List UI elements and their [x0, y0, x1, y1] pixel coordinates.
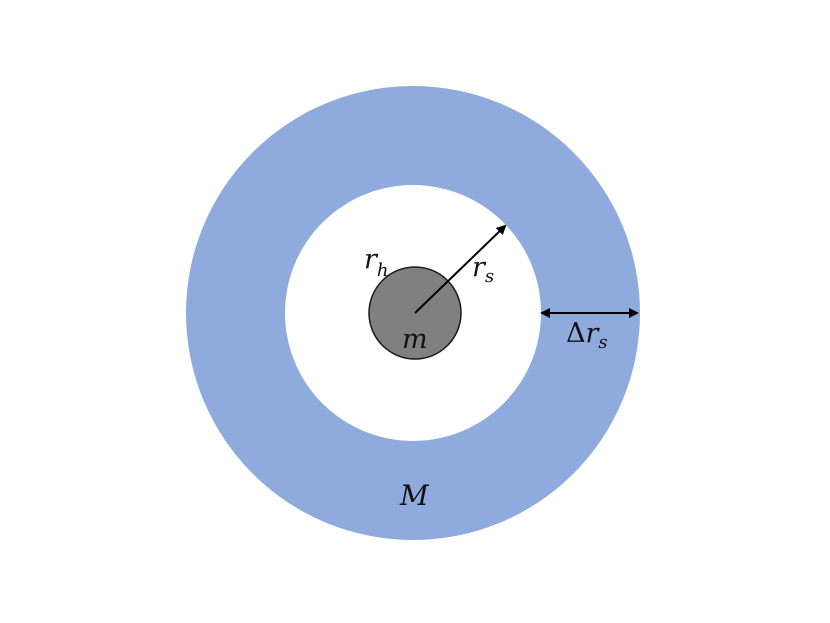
shell-radius-label: rs	[472, 252, 494, 287]
shell-thickness-symbol: r	[586, 318, 601, 349]
radius-arrow-rs	[414, 224, 507, 314]
core-radius-subscript: h	[377, 260, 389, 281]
core-mass-label: m	[402, 324, 428, 355]
shell-radius-symbol: r	[472, 252, 487, 283]
shell-thickness-subscript: s	[598, 332, 607, 353]
shell-radius-subscript: s	[485, 266, 494, 287]
core-radius-symbol: r	[364, 244, 379, 275]
shell-mass-label: M	[399, 479, 430, 512]
shell-thickness-delta: Δ	[566, 318, 586, 349]
shell-thickness-label: Δrs	[566, 318, 608, 353]
core-radius-label: rh	[364, 244, 389, 281]
